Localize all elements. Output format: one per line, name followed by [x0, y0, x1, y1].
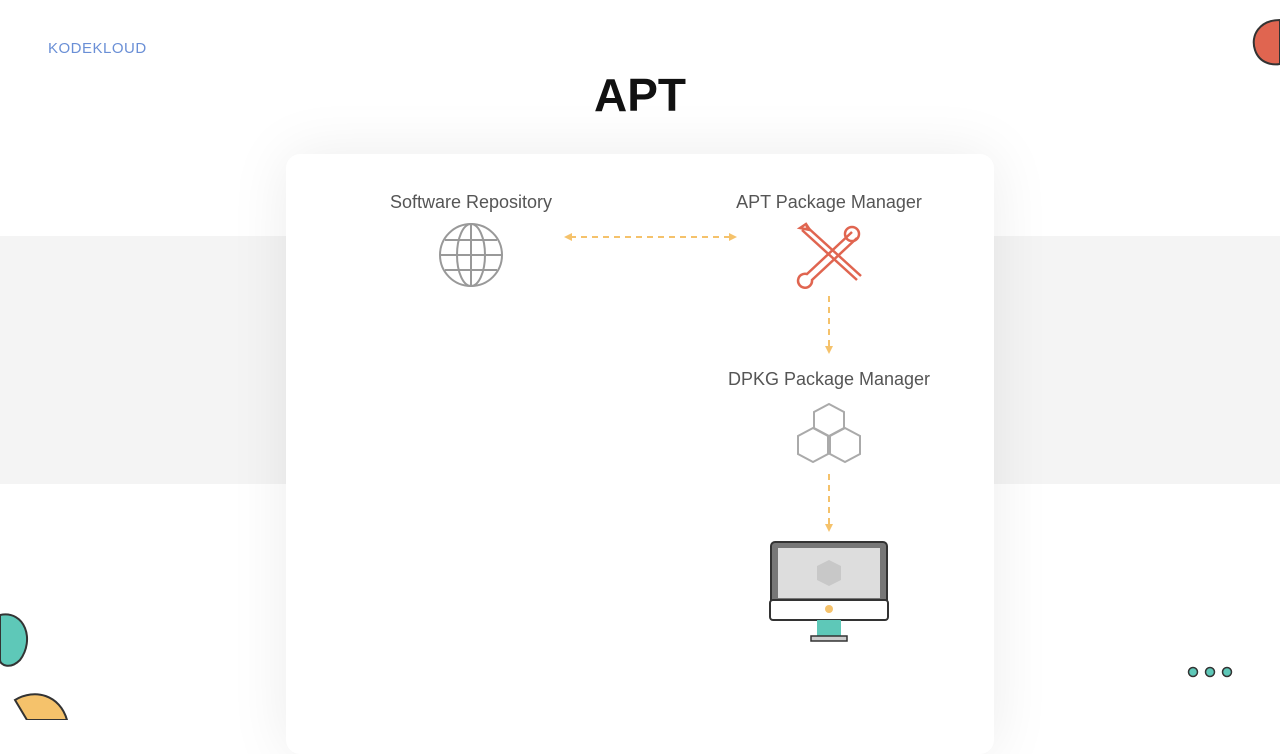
software-repository-label: Software Repository [389, 192, 553, 212]
boxes-icon [797, 402, 861, 464]
more-dots-icon [1187, 666, 1233, 678]
diagram-card [286, 154, 994, 754]
arrow-dpkg-computer [825, 474, 833, 532]
computer-icon [769, 541, 889, 642]
arrow-apt-dpkg [825, 296, 833, 354]
kodekloud-logo: KODEKLOUD [48, 40, 147, 57]
diagram-graphics [0, 18, 1280, 720]
arrow-repo-apt [564, 233, 737, 241]
globe-icon [439, 223, 503, 287]
decorative-blobs [0, 18, 1280, 720]
dpkg-package-manager-label: DPKG Package Manager [727, 369, 931, 389]
apt-package-manager-label: APT Package Manager [736, 192, 922, 212]
page-title: APT [594, 69, 686, 121]
tools-icon [796, 222, 862, 289]
